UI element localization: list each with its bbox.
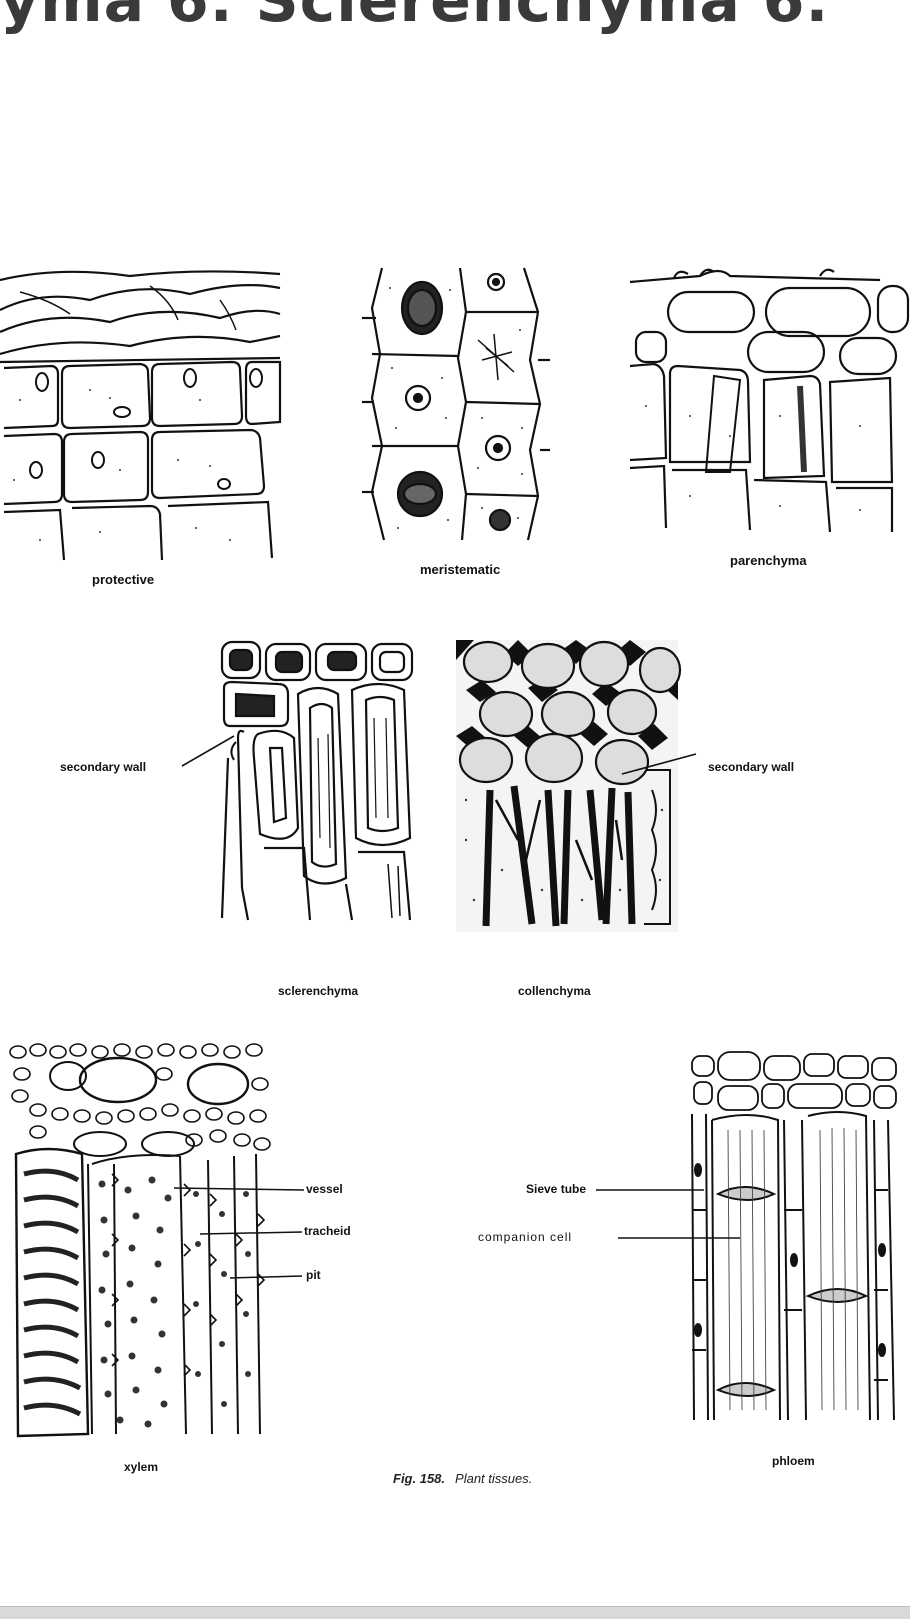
label-phloem: phloem xyxy=(772,1454,815,1468)
label-sclerenchyma: sclerenchyma xyxy=(278,984,359,998)
meristematic-tissue-drawing xyxy=(362,267,550,541)
label-companion-cell: companion cell xyxy=(478,1230,573,1244)
phloem-leaders xyxy=(596,1189,740,1239)
secondary-wall-right-leader xyxy=(621,753,697,775)
secondary-wall-left-leader xyxy=(181,735,235,767)
label-pit: pit xyxy=(306,1268,321,1282)
label-secondary-wall-left: secondary wall xyxy=(60,760,147,774)
bottom-bar xyxy=(0,1606,910,1619)
label-tracheid: tracheid xyxy=(304,1224,351,1238)
figure-caption: Fig. 158. Plant tissues. xyxy=(393,1471,532,1486)
page-heading: yma 6. Sclerenchyma 6. xyxy=(0,0,830,36)
phloem-tissue-drawing xyxy=(691,1051,897,1421)
xylem-tissue-drawing xyxy=(9,1043,271,1438)
sclerenchyma-tissue-drawing xyxy=(220,640,414,921)
label-meristematic: meristematic xyxy=(420,562,501,577)
label-vessel: vessel xyxy=(306,1182,343,1196)
label-secondary-wall-right: secondary wall xyxy=(708,760,795,774)
protective-tissue-drawing xyxy=(0,270,282,561)
figure-number: Fig. 158. xyxy=(393,1471,446,1486)
collenchyma-tissue-drawing xyxy=(456,640,682,932)
label-sieve-tube: Sieve tube xyxy=(526,1182,587,1196)
label-collenchyma: collenchyma xyxy=(518,984,591,998)
label-protective: protective xyxy=(92,572,155,587)
parenchyma-tissue-drawing xyxy=(629,268,910,533)
label-xylem: xylem xyxy=(124,1460,159,1474)
label-parenchyma: parenchyma xyxy=(730,553,807,568)
figure-caption-text: Plant tissues. xyxy=(455,1471,533,1486)
xylem-leaders xyxy=(173,1187,305,1279)
